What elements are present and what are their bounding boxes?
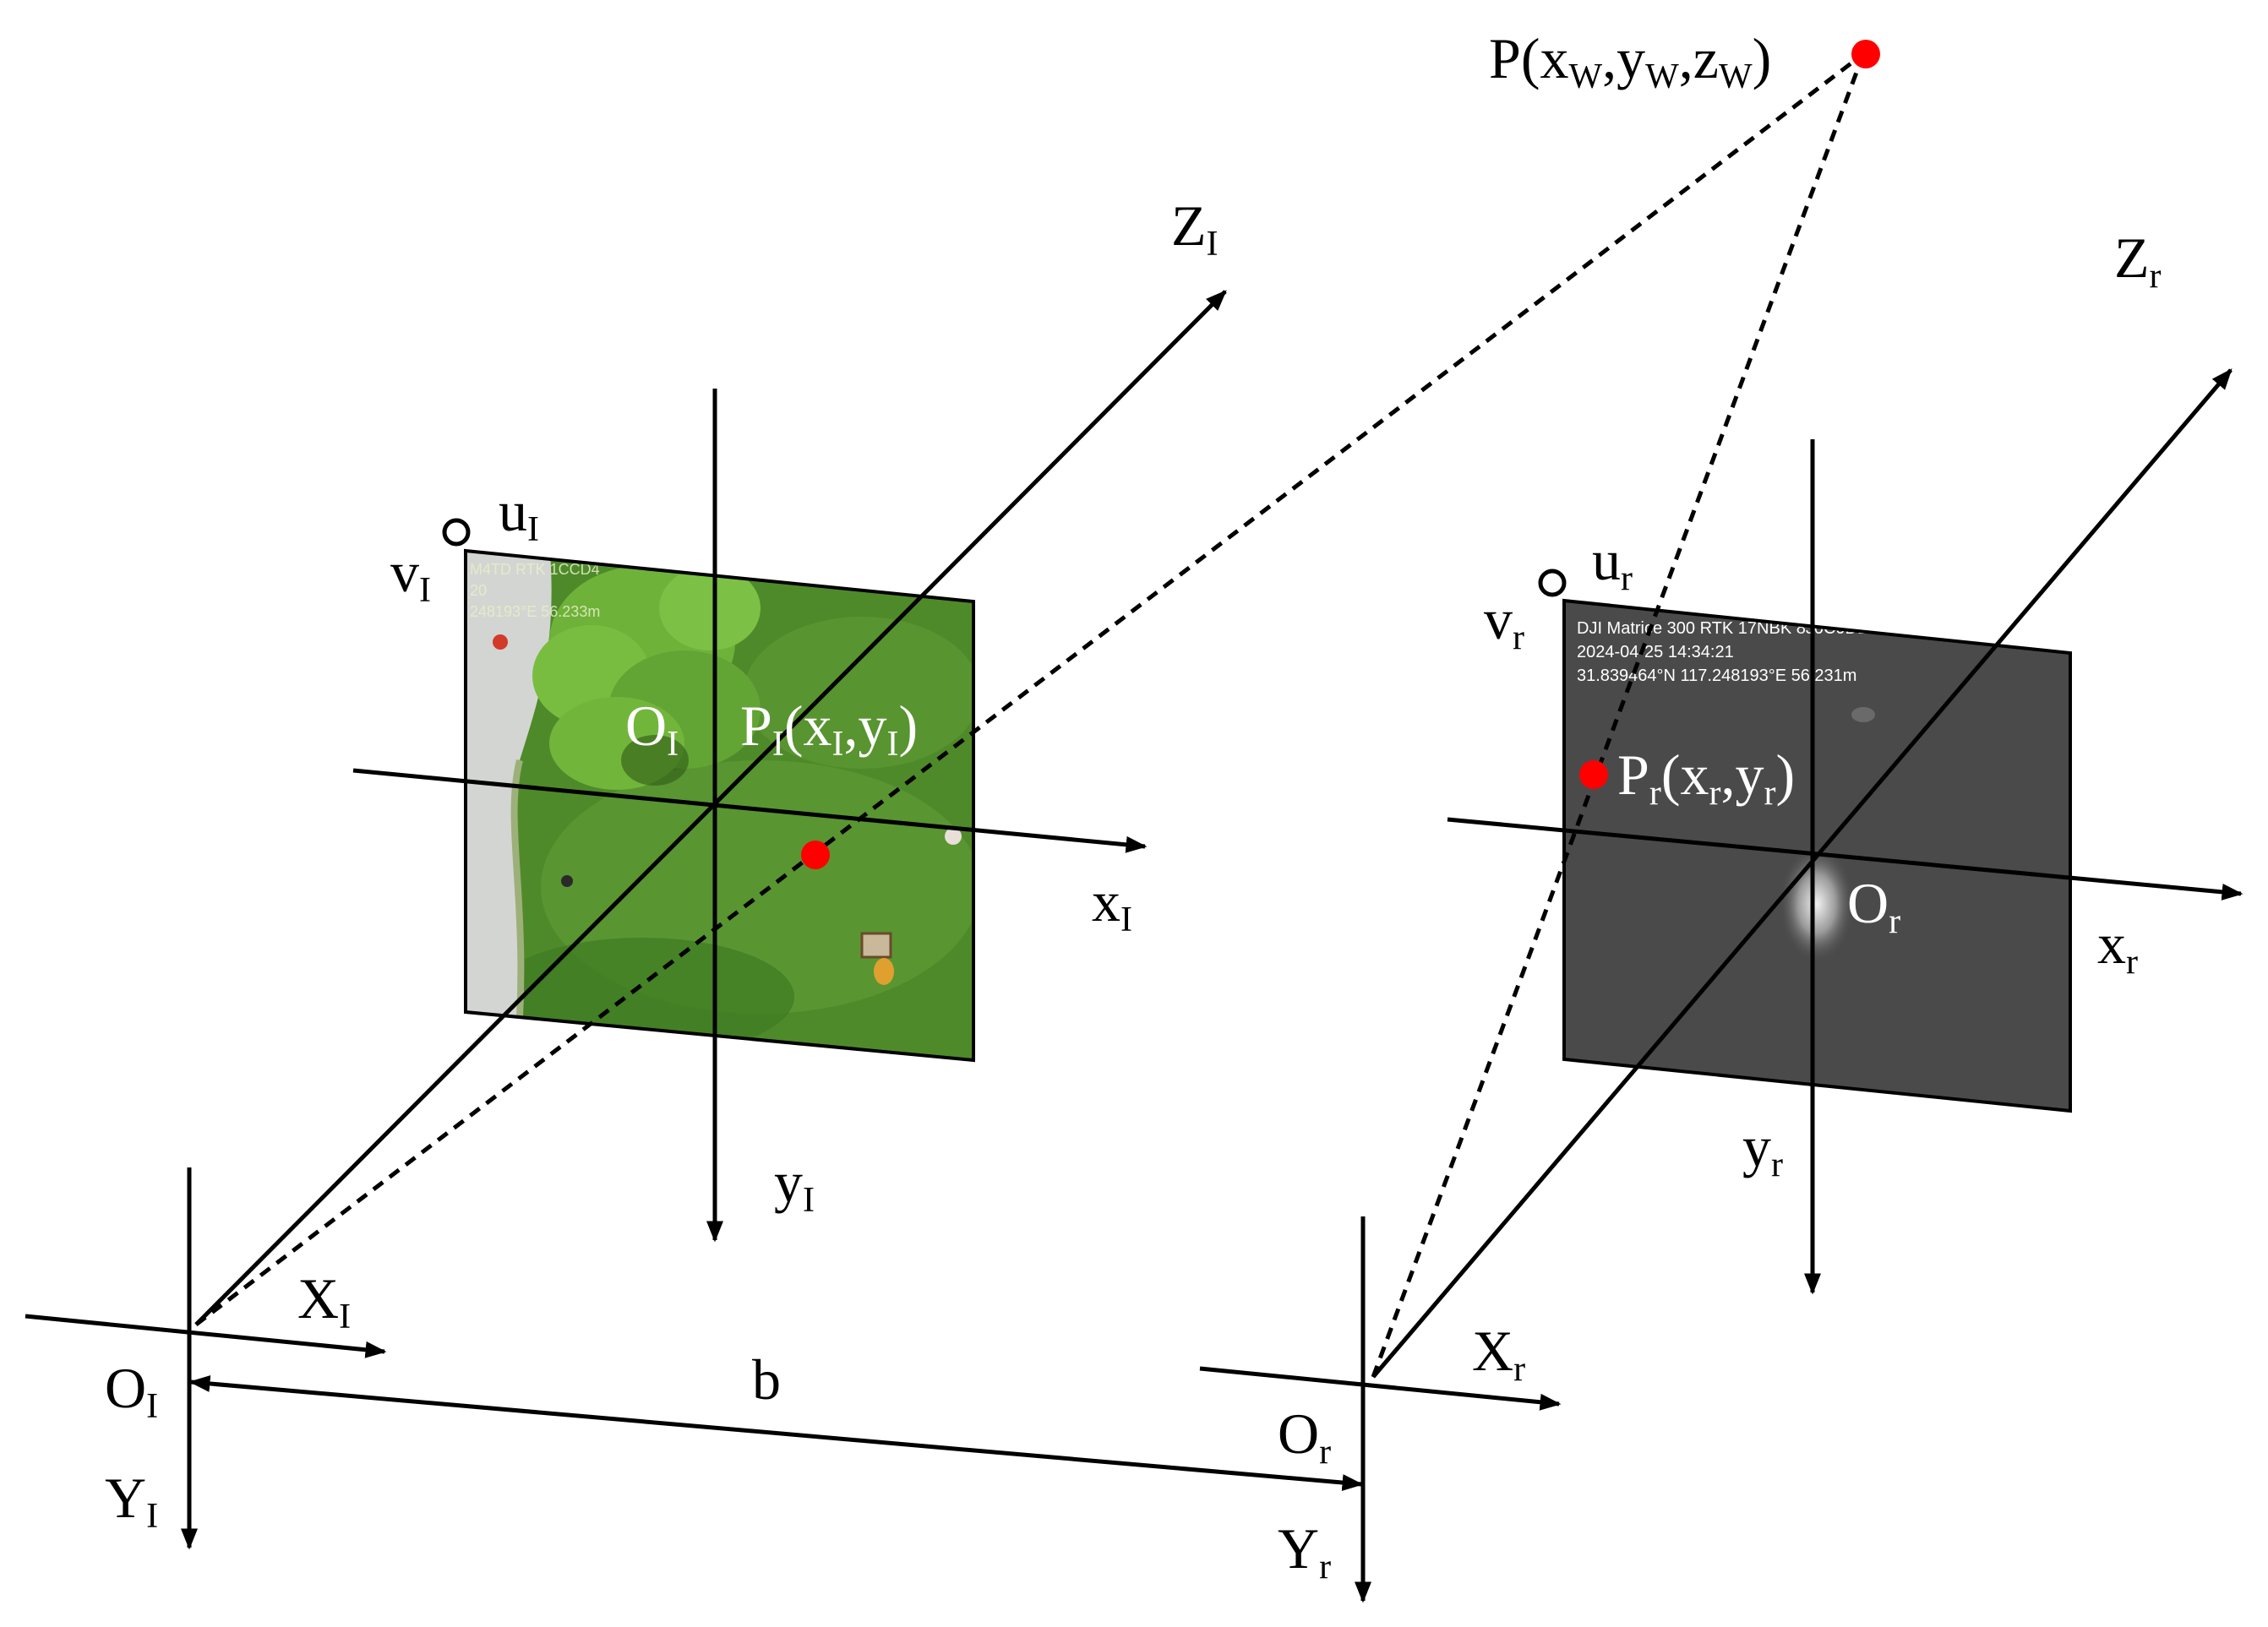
left-camera-origin-label: OI — [105, 1356, 158, 1426]
baseline-arrow — [188, 1374, 1364, 1492]
thermal-hotspot — [1779, 845, 1855, 963]
tree-canopy — [532, 566, 761, 790]
world-point-marker — [1851, 40, 1880, 68]
left-Y-label: YI — [105, 1466, 158, 1536]
right-image-point-label: Pr(xr,yr) — [1617, 743, 1795, 813]
left-image-x-label: xI — [1092, 869, 1132, 939]
right-Y-label: Yr — [1278, 1516, 1331, 1586]
right-pixel-origin-icon — [1538, 569, 1567, 597]
left-stamp-line3: 248193°E 56.233m — [470, 603, 600, 620]
right-image-point-marker — [1579, 760, 1608, 789]
right-image-frame — [1562, 598, 2072, 1113]
right-stamp-line3: 31.839464°N 117.248193°E 56.231m — [1577, 667, 1856, 685]
left-u-label: uI — [499, 479, 539, 549]
left-X-axis — [25, 1314, 387, 1358]
left-image-frame — [464, 548, 975, 1063]
left-X-label: XI — [297, 1266, 351, 1336]
right-Z-label: Zr — [2114, 226, 2162, 296]
right-X-axis — [1199, 1366, 1562, 1411]
right-Z-axis — [1371, 368, 2233, 1379]
left-projection-ray — [194, 52, 1865, 1326]
right-u-label: ur — [1592, 528, 1633, 598]
left-image-point-marker — [801, 841, 830, 869]
right-image-origin-label: Or — [1847, 871, 1900, 941]
left-pixel-origin-icon — [442, 518, 471, 547]
left-image-x-axis — [352, 768, 1148, 853]
left-v-label: vI — [390, 540, 431, 610]
right-stamp-line2: 2024-04-25 14:34:21 — [1577, 643, 1734, 661]
left-image-origin-label: OI — [625, 694, 679, 764]
left-image-point-label: PI(xI,yI) — [740, 694, 918, 764]
left-stamp-line2: 20 — [470, 582, 487, 599]
baseline-label: b — [752, 1347, 781, 1412]
left-stamp-line1: M4TD RTK 1CCD4 — [470, 561, 600, 578]
left-Z-label: ZI — [1171, 193, 1219, 264]
left-image-plane: M4TD RTK 1CCD4 20 248193°E 56.233m — [464, 548, 975, 1063]
world-point-label: P(xW,yW,zW) — [1489, 26, 1771, 96]
right-image-x-axis — [1447, 817, 2243, 901]
right-image-y-label: yr — [1742, 1114, 1783, 1184]
left-image-y-label: yI — [774, 1150, 815, 1220]
right-camera-origin-label: Or — [1278, 1401, 1331, 1472]
right-v-label: vr — [1484, 587, 1524, 657]
left-Z-axis — [194, 290, 1227, 1326]
right-image-x-label: xr — [2097, 911, 2138, 982]
right-X-label: Xr — [1472, 1319, 1525, 1389]
